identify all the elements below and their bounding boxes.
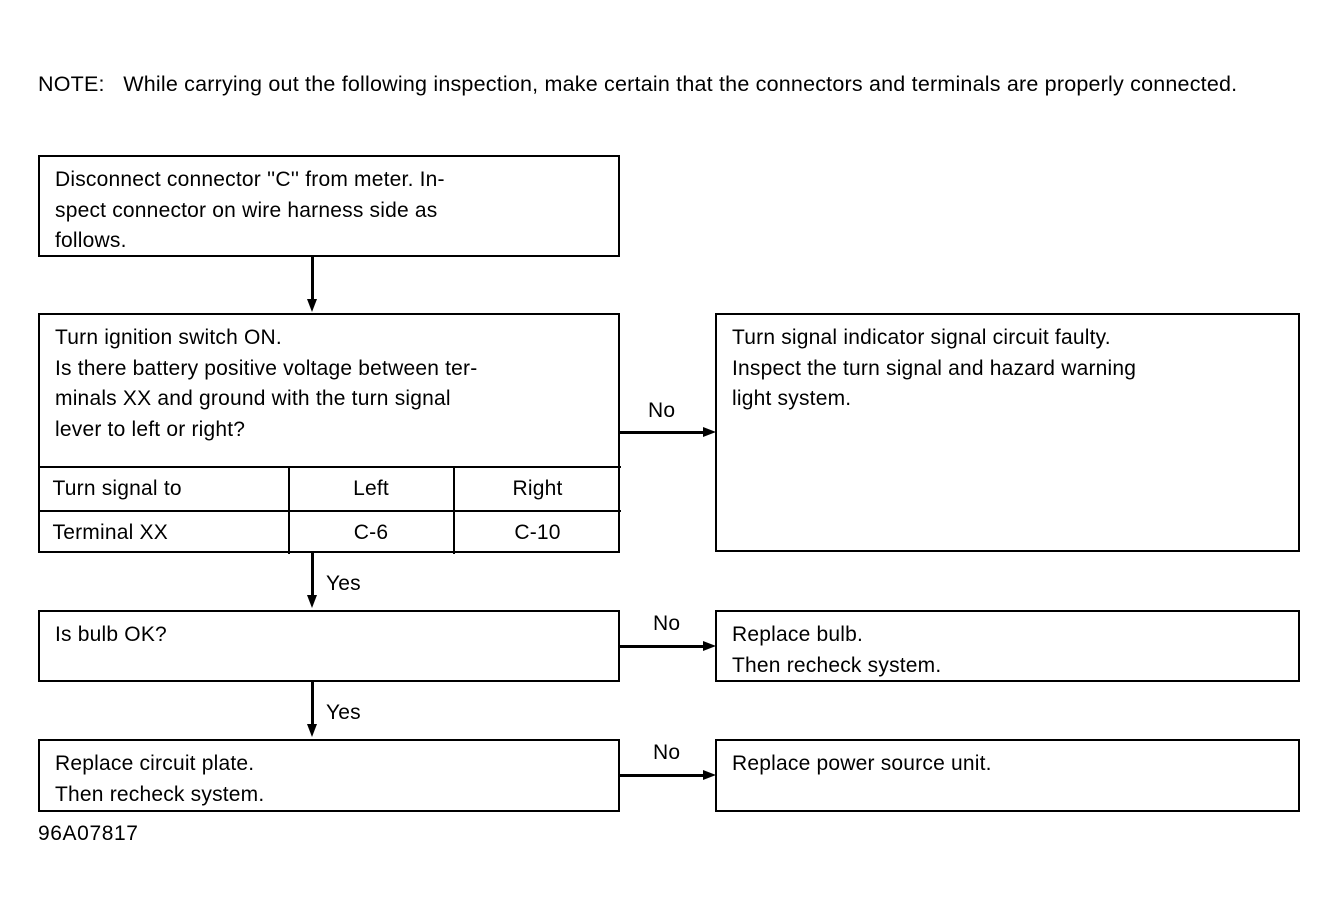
connector-line-disconnect-to-ignition bbox=[311, 257, 314, 303]
edge-label-no-circuit-plate: No bbox=[653, 741, 681, 764]
table-cell-header-left: Left bbox=[290, 467, 455, 510]
edge-label-no-bulb: No bbox=[653, 612, 681, 635]
connector-arrow-disconnect-to-ignition bbox=[306, 299, 317, 312]
table-cell-header-right: Right bbox=[512, 476, 563, 500]
connector-line-no-voltage bbox=[620, 431, 704, 434]
flow-box-replace-bulb-text: Replace bulb. Then recheck system. bbox=[732, 623, 942, 677]
table-row: Turn signal to Left Right bbox=[37, 467, 621, 512]
connector-line-no-bulb bbox=[620, 645, 704, 648]
flow-box-disconnect-connector: Disconnect connector ''C'' from meter. I… bbox=[38, 155, 620, 257]
edge-label-yes-bulb: Yes bbox=[326, 701, 361, 724]
edge-label-no-voltage: No bbox=[648, 399, 676, 422]
flow-box-disconnect-connector-text: Disconnect connector ''C'' from meter. I… bbox=[55, 168, 445, 252]
table-cell-terminal-right: C-10 bbox=[514, 520, 561, 544]
flow-box-turn-signal-circuit-faulty-text: Turn signal indicator signal circuit fau… bbox=[732, 326, 1137, 410]
connector-arrow-yes-voltage bbox=[306, 595, 317, 608]
connector-arrow-yes-bulb bbox=[306, 724, 317, 737]
connector-line-no-circuit-plate bbox=[620, 774, 704, 777]
connector-line-yes-voltage bbox=[311, 553, 314, 599]
connector-arrow-no-circuit-plate bbox=[703, 769, 716, 780]
flow-box-is-bulb-ok: Is bulb OK? bbox=[38, 610, 620, 682]
flow-box-turn-ignition-check-voltage-text: Turn ignition switch ON. Is there batter… bbox=[55, 326, 478, 441]
flow-box-turn-ignition-check-voltage: Turn ignition switch ON. Is there batter… bbox=[37, 313, 621, 554]
flow-box-replace-circuit-plate: Replace circuit plate. Then recheck syst… bbox=[38, 739, 620, 812]
edge-label-yes-voltage: Yes bbox=[326, 572, 361, 595]
flow-box-replace-bulb: Replace bulb. Then recheck system. bbox=[715, 610, 1300, 682]
connector-line-yes-bulb bbox=[311, 682, 314, 728]
figure-caption: 96A07817 bbox=[38, 822, 139, 845]
table-cell-terminal-left: C-6 bbox=[290, 511, 455, 554]
table-row: Terminal XX C-6 C-10 bbox=[38, 511, 621, 554]
connector-arrow-no-voltage bbox=[703, 426, 716, 437]
flow-box-replace-circuit-plate-text: Replace circuit plate. Then recheck syst… bbox=[55, 752, 265, 806]
flow-box-replace-power-source-unit-text: Replace power source unit. bbox=[732, 752, 992, 775]
table-cell-terminal-label: Terminal XX bbox=[38, 511, 290, 554]
note-paragraph: NOTE: While carrying out the following i… bbox=[38, 72, 1238, 96]
flow-box-is-bulb-ok-text: Is bulb OK? bbox=[55, 623, 167, 646]
flow-box-replace-power-source-unit: Replace power source unit. bbox=[715, 739, 1300, 812]
terminal-table: Turn signal to Left Right Terminal XX C-… bbox=[37, 465, 621, 554]
connector-arrow-no-bulb bbox=[703, 640, 716, 651]
table-cell-header-label: Turn signal to bbox=[38, 467, 290, 510]
flow-box-turn-signal-circuit-faulty: Turn signal indicator signal circuit fau… bbox=[715, 313, 1300, 552]
